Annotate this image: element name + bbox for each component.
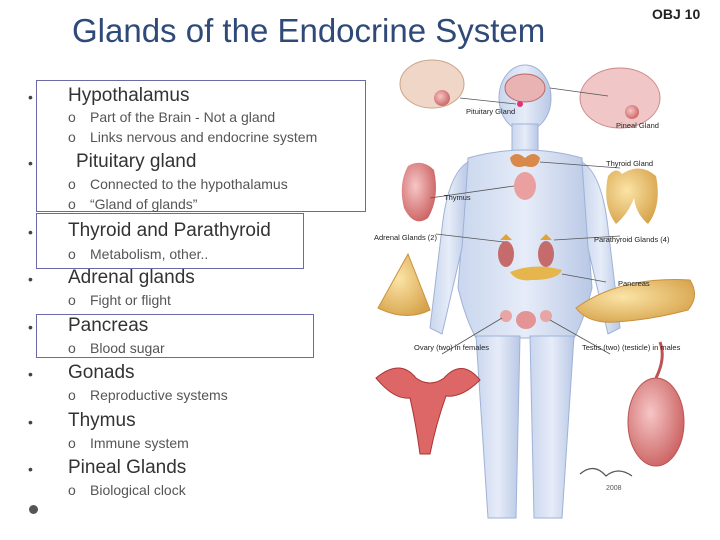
- body-figure: [429, 64, 621, 519]
- sub-bullet: o Fight or flight: [68, 292, 171, 308]
- bullet-heading: Hypothalamus: [68, 85, 190, 106]
- label-pancreas: Pancreas: [618, 279, 650, 288]
- brain-icon: [504, 73, 546, 103]
- female-reproductive-inset-icon: [375, 367, 481, 455]
- sub-bullet: o Blood sugar: [68, 340, 165, 356]
- sub-text: Biological clock: [90, 482, 186, 498]
- bullet-marker: •: [28, 366, 33, 382]
- sub-marker: o: [68, 176, 76, 192]
- sub-bullet: o Part of the Brain - Not a gland: [68, 109, 275, 125]
- sub-text: “Gland of glands”: [90, 196, 198, 212]
- pituitary-inset: [399, 59, 465, 109]
- sub-bullet: o Links nervous and endocrine system: [68, 129, 317, 145]
- bullet-marker: •: [28, 461, 33, 477]
- sub-marker: o: [68, 435, 76, 451]
- bullet-heading: Pancreas: [68, 315, 149, 336]
- empty-bullet-marker: [29, 505, 38, 514]
- bullet-heading: Pituitary gland: [76, 151, 197, 172]
- bullet-marker: •: [28, 271, 33, 287]
- sub-bullet: o Connected to the hypothalamus: [68, 176, 288, 192]
- adrenal-inset-icon: [377, 252, 431, 316]
- kidney-right-icon: [538, 241, 554, 267]
- highlight-box-hypothalamus-pituitary: [36, 80, 366, 212]
- label-pituitary: Pituitary Gland: [466, 107, 515, 116]
- thymus-inset-icon: [401, 162, 436, 222]
- sub-marker: o: [68, 340, 76, 356]
- sub-text: Part of the Brain - Not a gland: [90, 109, 276, 125]
- bullet-marker: •: [28, 155, 33, 171]
- uterus-icon: [516, 311, 536, 329]
- sub-marker: o: [68, 246, 76, 262]
- sub-bullet: o Reproductive systems: [68, 387, 228, 403]
- sub-marker: o: [68, 482, 76, 498]
- label-ovary: Ovary (two) in females: [414, 343, 489, 352]
- label-thyroid: Thyroid Gland: [606, 159, 653, 168]
- sub-bullet: o Metabolism, other..: [68, 246, 208, 262]
- sub-text: Connected to the hypothalamus: [90, 176, 288, 192]
- adrenal-icon: [500, 234, 552, 240]
- sub-text: Immune system: [90, 435, 189, 451]
- bullet-heading: Adrenal glands: [68, 267, 195, 288]
- sub-text: Links nervous and endocrine system: [90, 129, 318, 145]
- svg-text:2008: 2008: [606, 485, 622, 492]
- pancreas-small-icon: [510, 266, 562, 281]
- sub-marker: o: [68, 387, 76, 403]
- label-testis: Testis (two) (testicle) in males: [582, 343, 681, 352]
- kidney-left-icon: [498, 241, 514, 267]
- ovary-icon: [540, 310, 552, 322]
- thymus-icon: [514, 172, 536, 200]
- ovary-icon: [500, 310, 512, 322]
- testis-inset-icon: [627, 377, 685, 467]
- endocrine-illustration: Pituitary Gland Pineal Gland Thyroid Gla…: [374, 59, 695, 519]
- artist-signature: 2008: [579, 467, 633, 492]
- pineal-inset: [579, 67, 661, 129]
- sub-marker: o: [68, 129, 76, 145]
- bullet-heading: Thyroid and Parathyroid: [68, 220, 271, 241]
- bullet-marker: •: [28, 224, 33, 240]
- sub-marker: o: [68, 292, 76, 308]
- bullet-marker: •: [28, 319, 33, 335]
- bullet-marker: •: [28, 89, 33, 105]
- sub-text: Fight or flight: [90, 292, 171, 308]
- highlight-box-pancreas: [36, 314, 314, 358]
- objective-label: OBJ 10: [652, 6, 701, 22]
- leader-lines: [429, 87, 621, 355]
- bullet-heading: Pineal Glands: [68, 457, 187, 478]
- sub-text: Metabolism, other..: [90, 246, 209, 262]
- highlight-box-thyroid: [36, 213, 304, 269]
- pituitary-dot-icon: [517, 101, 523, 107]
- bullet-heading: Gonads: [68, 362, 135, 383]
- sub-bullet: o “Gland of glands”: [68, 196, 197, 212]
- label-parathyroid: Parathyroid Glands (4): [594, 235, 670, 244]
- label-thymus: Thymus: [444, 193, 471, 202]
- sub-bullet: o Immune system: [68, 435, 189, 451]
- slide-title: Glands of the Endocrine System: [72, 12, 546, 49]
- sub-marker: o: [68, 196, 76, 212]
- bullet-marker: •: [28, 414, 33, 430]
- thyroid-icon: [510, 154, 540, 167]
- sub-marker: o: [68, 109, 76, 125]
- sub-text: Blood sugar: [90, 340, 165, 356]
- thyroid-inset-icon: [606, 168, 658, 224]
- label-pineal: Pineal Gland: [616, 121, 659, 130]
- bullet-heading: Thymus: [68, 410, 136, 431]
- vas-deferens-icon: [654, 341, 664, 379]
- pancreas-inset-icon: [575, 279, 695, 323]
- sub-text: Reproductive systems: [90, 387, 228, 403]
- sub-bullet: o Biological clock: [68, 482, 186, 498]
- label-adrenal: Adrenal Glands (2): [374, 233, 437, 242]
